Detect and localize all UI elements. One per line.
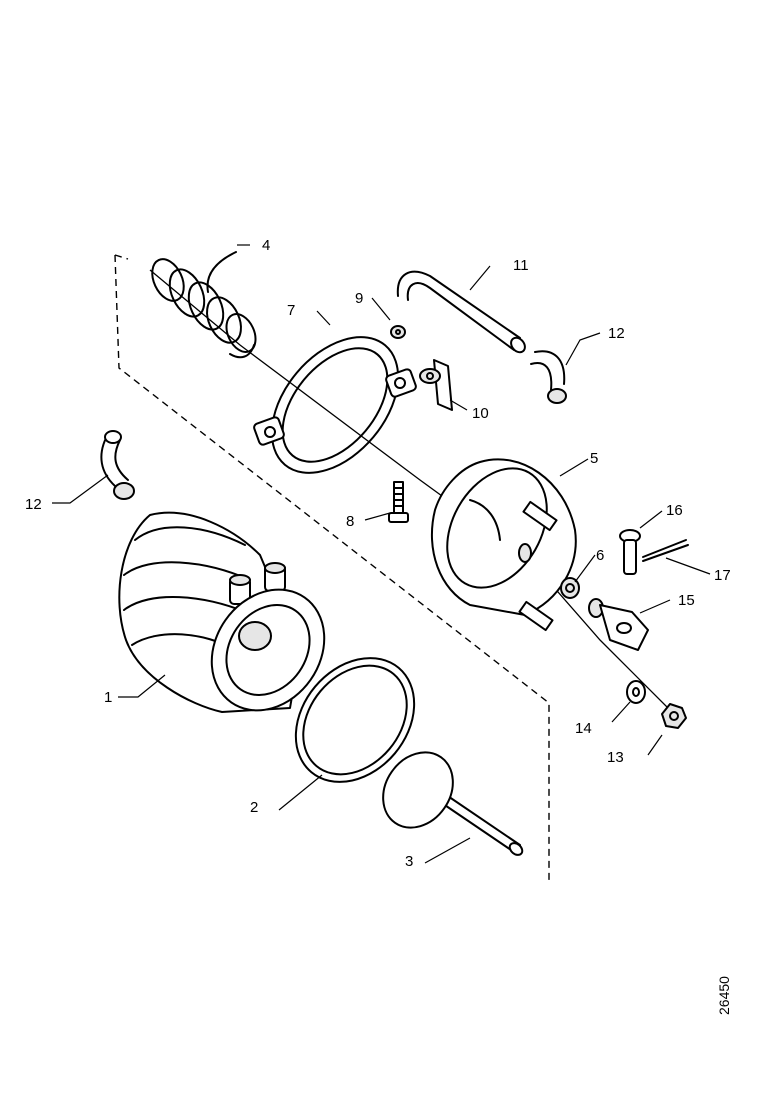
nut-part-6 — [560, 577, 580, 599]
diaphragm-pushrod-part-3 — [382, 751, 524, 856]
callout-12-left: 12 — [25, 496, 42, 513]
bracket-part-10 — [419, 359, 453, 411]
elbow-fitting-part-12-left — [100, 430, 135, 500]
callout-2: 2 — [250, 799, 258, 816]
chamber-body-part-1 — [118, 511, 326, 713]
cylinder-housing-part-5 — [430, 458, 577, 632]
callout-9: 9 — [355, 290, 363, 307]
callout-10: 10 — [472, 405, 489, 422]
callout-4: 4 — [262, 237, 270, 254]
callout-14: 14 — [575, 720, 592, 737]
callout-1: 1 — [104, 689, 112, 706]
assembly-boundary — [114, 254, 550, 883]
elbow-fitting-part-12-upper — [530, 350, 567, 404]
callout-11: 11 — [513, 257, 529, 274]
callout-12-upper: 12 — [608, 325, 625, 342]
bolt-part-8 — [388, 481, 409, 523]
clamp-ring-part-7 — [253, 336, 417, 474]
nut-part-13 — [661, 703, 687, 729]
callout-8: 8 — [346, 513, 354, 530]
callout-3: 3 — [405, 853, 413, 870]
callout-17: 17 — [714, 567, 731, 584]
callout-15: 15 — [678, 592, 695, 609]
callout-13: 13 — [607, 749, 624, 766]
washer-part-14 — [626, 680, 646, 704]
hose-part-11 — [396, 270, 526, 354]
nut-part-9 — [390, 325, 406, 339]
callout-5: 5 — [590, 450, 598, 467]
clevis-part-15 — [588, 598, 649, 651]
sealing-ring-part-2 — [294, 657, 416, 783]
callout-16: 16 — [666, 502, 683, 519]
spring-part-4 — [151, 251, 257, 359]
callout-7: 7 — [287, 302, 295, 319]
leader-lines — [52, 244, 711, 864]
drawing-reference-number: 26450 — [716, 976, 732, 1015]
callout-6: 6 — [596, 547, 604, 564]
clevis-pin-part-16 — [619, 529, 641, 575]
cotter-pin-part-17 — [642, 539, 689, 562]
